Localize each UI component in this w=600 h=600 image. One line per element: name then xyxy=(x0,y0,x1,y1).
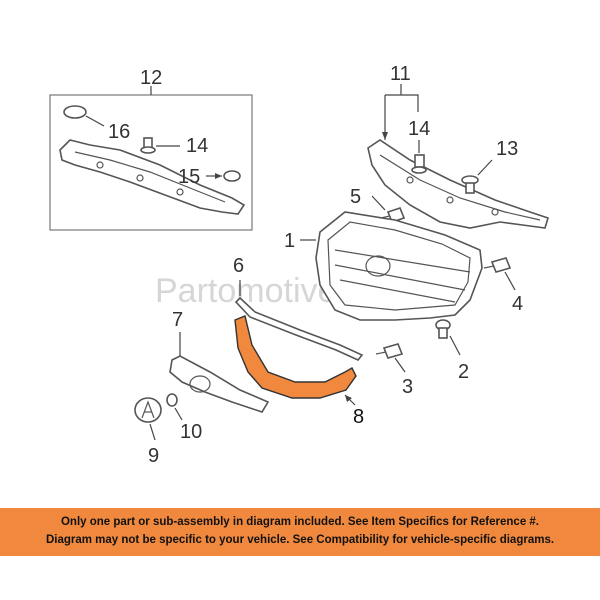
callout-5: 5 xyxy=(350,186,361,208)
part-10: 10 xyxy=(166,393,202,443)
part-13: 13 xyxy=(461,138,518,194)
part-3: 3 xyxy=(375,343,413,398)
parts-diagram: Partomotive.com 12 16 14 15 xyxy=(49,63,549,467)
highlighted-part-8: 8 xyxy=(234,315,364,428)
notice-line-2: Diagram may not be specific to your vehi… xyxy=(45,534,555,546)
callout-14-right: 14 xyxy=(408,118,430,140)
callout-7: 7 xyxy=(172,309,183,331)
emblem-base-7: 7 xyxy=(169,309,270,413)
part-2: 2 xyxy=(435,319,469,383)
callout-11: 11 xyxy=(390,63,411,85)
callout-8: 8 xyxy=(353,406,364,428)
notice-line-1: Only one part or sub-assembly in diagram… xyxy=(60,516,540,528)
subassembly-box-12: 12 16 14 15 xyxy=(49,67,253,231)
callout-16: 16 xyxy=(108,121,130,143)
callout-12: 12 xyxy=(140,67,162,89)
part-14-right: 14 xyxy=(408,118,430,174)
callout-13: 13 xyxy=(496,138,518,160)
callout-2: 2 xyxy=(458,361,469,383)
callout-10: 10 xyxy=(180,421,202,443)
emblem-9: 9 xyxy=(134,397,162,467)
grille-1: 1 xyxy=(284,211,483,321)
part-15 xyxy=(223,170,241,182)
callout-1: 1 xyxy=(284,230,295,252)
upper-support-11: 11 xyxy=(367,63,549,229)
callout-9: 9 xyxy=(148,445,159,467)
highlighted-trim-8 xyxy=(234,315,357,399)
notice-banner: Only one part or sub-assembly in diagram… xyxy=(0,508,600,556)
part-16 xyxy=(63,105,87,119)
callout-6: 6 xyxy=(233,255,244,277)
part-4: 4 xyxy=(483,257,523,315)
callout-14-box: 14 xyxy=(186,135,208,157)
callout-4: 4 xyxy=(512,293,523,315)
callout-3: 3 xyxy=(402,376,413,398)
molding-6: 6 xyxy=(233,255,364,361)
callout-15: 15 xyxy=(178,166,200,188)
